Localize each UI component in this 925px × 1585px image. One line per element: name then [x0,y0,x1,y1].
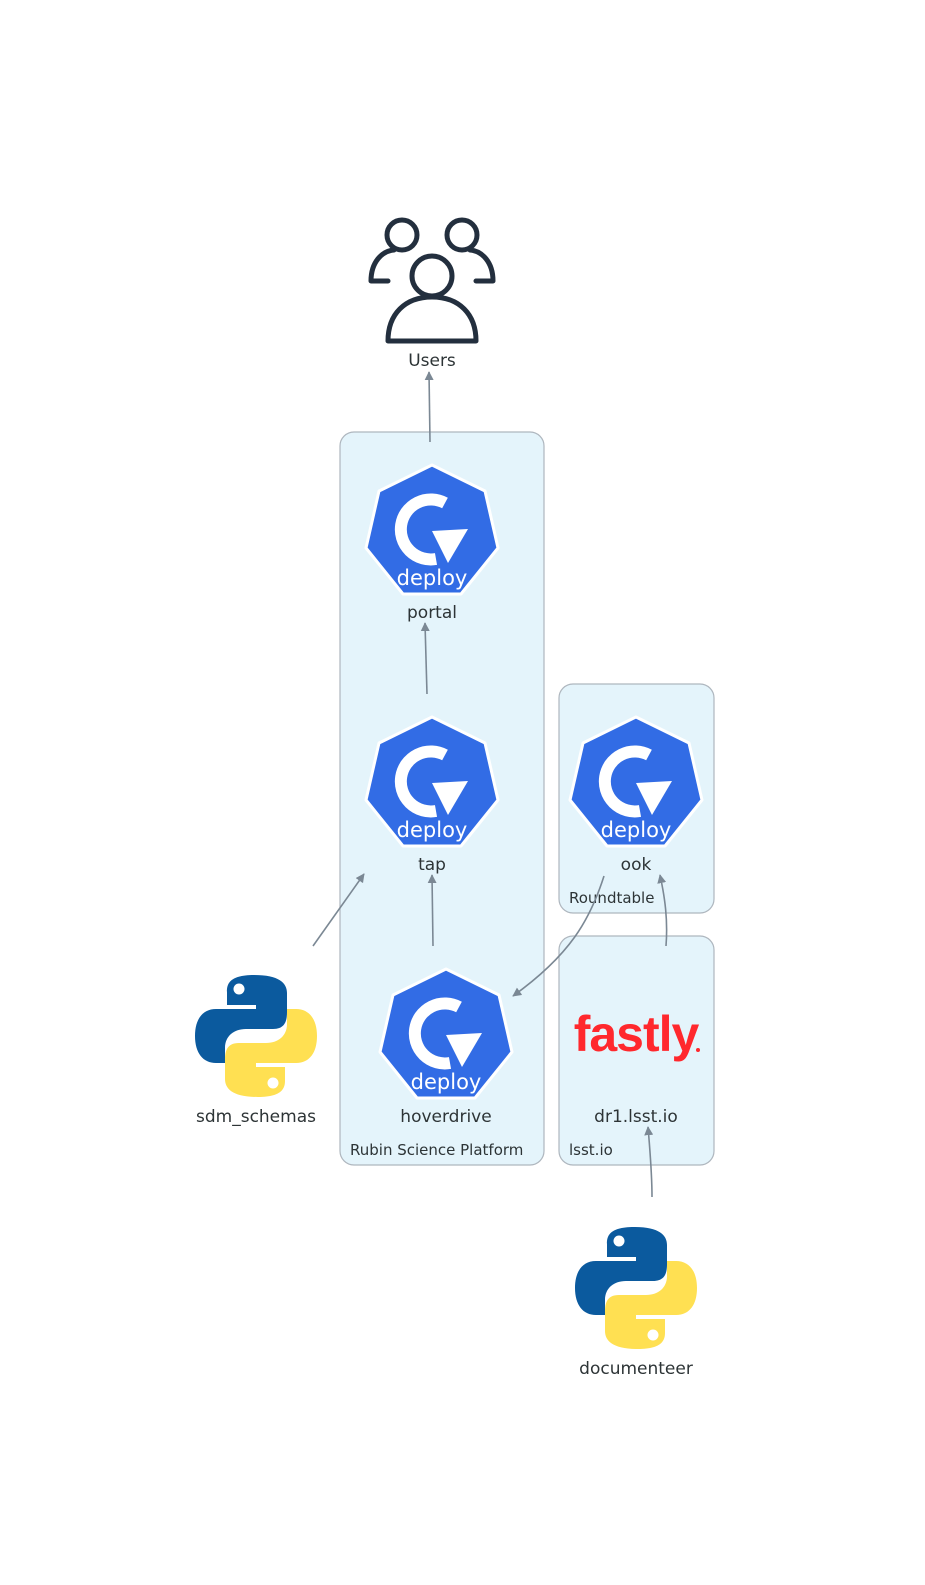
cluster-label-roundtable: Roundtable [569,889,654,907]
edges [312,371,668,1198]
deploy-badge-tap: deploy [397,818,468,842]
node-label-tap: tap [418,855,446,875]
deploy-badge-hoverdrive: deploy [411,1070,482,1094]
cluster-lsst-io: lsst.io [558,935,715,1166]
fastly-logo-text: fastly [574,1006,700,1062]
node-label-hoverdrive: hoverdrive [400,1107,491,1127]
node-label-sdm-schemas: sdm_schemas [196,1107,316,1127]
users-icon [368,217,496,344]
node-label-ook: ook [621,855,652,875]
node-label-documenteer: documenteer [579,1359,693,1379]
node-ook: deploy ook [570,717,702,875]
node-dr1-lsst-io: fastly dr1.lsst.io [574,1006,701,1127]
deploy-badge-ook: deploy [601,818,672,842]
deploy-badge-portal: deploy [397,566,468,590]
fastly-logo: fastly [574,1006,701,1062]
python-logo [575,1227,697,1349]
cluster-label-lsst-io: lsst.io [569,1141,613,1159]
edge-dr1-to-ook [657,874,668,947]
node-label-dr1: dr1.lsst.io [594,1107,678,1127]
node-documenteer: documenteer [575,1227,697,1379]
node-users: Users [368,217,496,371]
edge-sdm-schemas-to-tap [312,873,365,947]
node-tap: deploy tap [366,717,498,875]
node-sdm-schemas: sdm_schemas [195,975,317,1127]
edge-documenteer-to-dr1 [644,1126,654,1198]
edge-portal-to-users [424,371,434,443]
edge-hoverdrive-to-tap [427,874,437,947]
python-logo [195,975,317,1097]
edge-tap-to-portal [420,622,430,695]
node-portal: deploy portal [366,465,498,623]
edge-ook-to-hoverdrive [512,875,605,997]
node-label-portal: portal [407,603,457,623]
node-hoverdrive: deploy hoverdrive [380,969,512,1127]
cluster-label-rsp: Rubin Science Platform [350,1141,523,1159]
node-label-users: Users [408,351,456,371]
